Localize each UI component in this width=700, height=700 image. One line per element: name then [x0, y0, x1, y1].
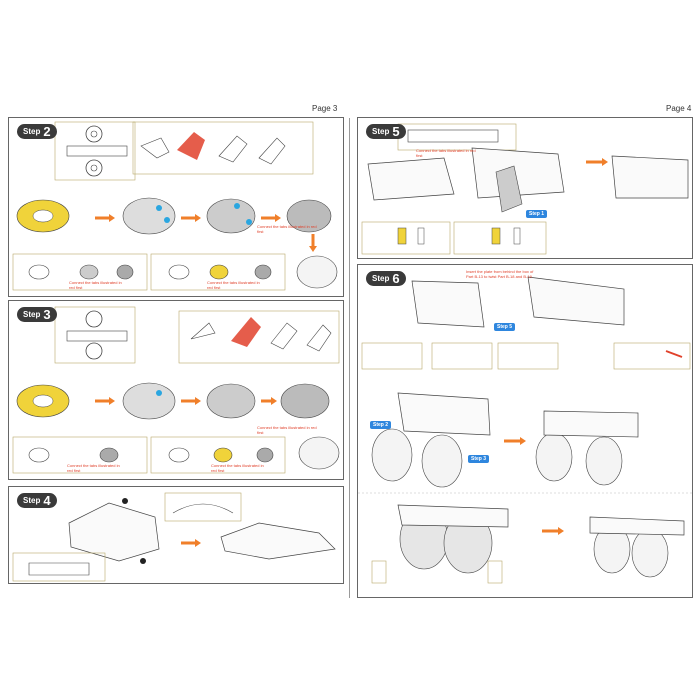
- page-number-right: Page 4: [666, 104, 692, 113]
- step-3-illustration: [12, 306, 340, 474]
- step-3-reference-tag: Step 3: [468, 455, 490, 463]
- step-5-reference-tag: Step 5: [494, 323, 516, 331]
- step-6-illustration: [358, 276, 694, 584]
- page-divider: [349, 118, 350, 598]
- step-5-note: Connect the tabs illustrated in red firs…: [416, 148, 476, 158]
- step-4-illustration: [12, 492, 336, 582]
- step-2-note-right: Connect the tabs illustrated in red firs…: [207, 280, 260, 290]
- step-5-illustration: [361, 123, 689, 255]
- step-2-reference-tag: Step 2: [370, 421, 392, 429]
- step-2-note-left: Connect the tabs illustrated in red firs…: [69, 280, 122, 290]
- step-2-note: Connect the tabs illustrated in red firs…: [257, 224, 317, 234]
- step-3-note-right: Connect the tabs illustrated in red firs…: [211, 463, 264, 473]
- step-1-reference-tag: Step 1: [526, 210, 548, 218]
- step-2-illustration: [12, 121, 338, 291]
- step-6-note: Insert the plate from behind the box of …: [466, 269, 534, 279]
- step-3-note: Connect the tabs illustrated in red firs…: [257, 425, 317, 435]
- page-number-left: Page 3: [312, 104, 338, 113]
- step-3-note-left: Connect the tabs illustrated in red firs…: [67, 463, 120, 473]
